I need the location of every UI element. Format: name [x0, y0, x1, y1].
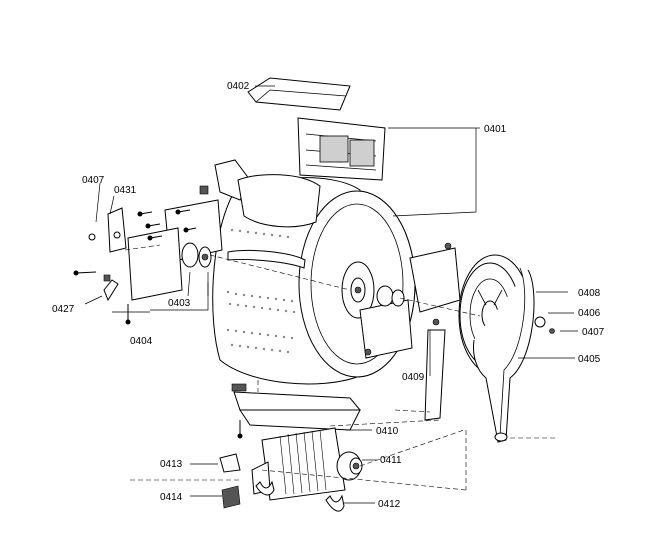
drum-assembly: [212, 117, 416, 385]
label-0407-right: 0407: [582, 327, 605, 338]
label-0412: 0412: [378, 499, 401, 510]
part-labels: 0402 0401 0407 0431 0427 0403 0404 0408 …: [52, 81, 605, 510]
motor-assembly: [251, 427, 363, 501]
assembly-guide-lines: [124, 244, 556, 491]
label-0410: 0410: [376, 426, 399, 437]
label-0431: 0431: [114, 185, 137, 196]
label-0411: 0411: [380, 455, 402, 466]
small-components: [219, 453, 345, 512]
label-0403: 0403: [168, 298, 191, 309]
base-plate: [231, 383, 362, 431]
label-0404: 0404: [130, 336, 153, 347]
label-0401: 0401: [484, 124, 507, 135]
leader-lines: [84, 85, 578, 504]
label-0402: 0402: [227, 81, 250, 92]
label-0406: 0406: [578, 308, 601, 319]
right-bearing-bracket: [359, 242, 461, 421]
label-0413: 0413: [160, 459, 183, 470]
label-0405: 0405: [578, 354, 601, 365]
label-0414: 0414: [160, 492, 183, 503]
label-0409: 0409: [402, 372, 425, 383]
left-bearing-bracket: [73, 185, 243, 439]
pulley-and-belt: [458, 254, 555, 443]
label-0408: 0408: [578, 288, 601, 299]
label-0407-left: 0407: [82, 175, 105, 186]
label-0427: 0427: [52, 304, 75, 315]
lid-cover-part: [247, 77, 351, 111]
